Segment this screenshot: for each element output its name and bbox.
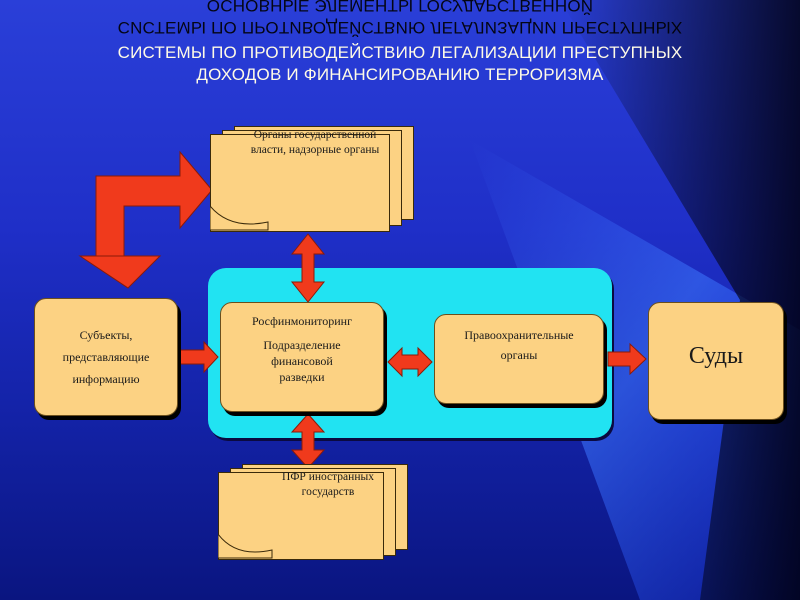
subjects-node: Субъекты, представляющие информацию [34,298,178,416]
rosfin-law-double-arrow [387,346,433,378]
elbow-arrow [78,150,213,289]
page-curl-icon [218,533,273,559]
page-title-line-2: СИСТЕМЫ ПО ПРОТИВОДЕЙСТВИЮ ЛЕГАЛИЗАЦИИ П… [117,43,683,62]
law-courts-arrow [607,342,647,376]
law-enforcement-node: Правоохранительные органы [434,314,604,404]
page-title-line-3: ДОХОДОВ И ФИНАНСИРОВАНИЮ ТЕРРОРИЗМА [196,65,604,84]
rosfinmonitoring-node: Росфинмониторинг Подразделение финансово… [220,302,384,412]
page-curl-icon [210,205,269,231]
page-title: СИСТЕМЫ ПО ПРОТИВОДЕЙСТВИЮ ЛЕГАЛИЗАЦИИ П… [0,42,800,86]
courts-node: Суды [648,302,784,420]
gov-rosfin-double-arrow [290,233,326,303]
gov-bodies-node: Органы государственной власти, надзорные… [210,124,420,236]
foreign-fiu-node: ПФР иностранных государств [218,464,418,560]
subjects-rosfin-arrow [179,340,219,374]
rosfin-pfr-double-arrow [290,413,326,469]
foreign-fiu-label: ПФР иностранных государств [282,471,374,498]
gov-bodies-label: Органы государственной власти, надзорные… [250,129,380,156]
